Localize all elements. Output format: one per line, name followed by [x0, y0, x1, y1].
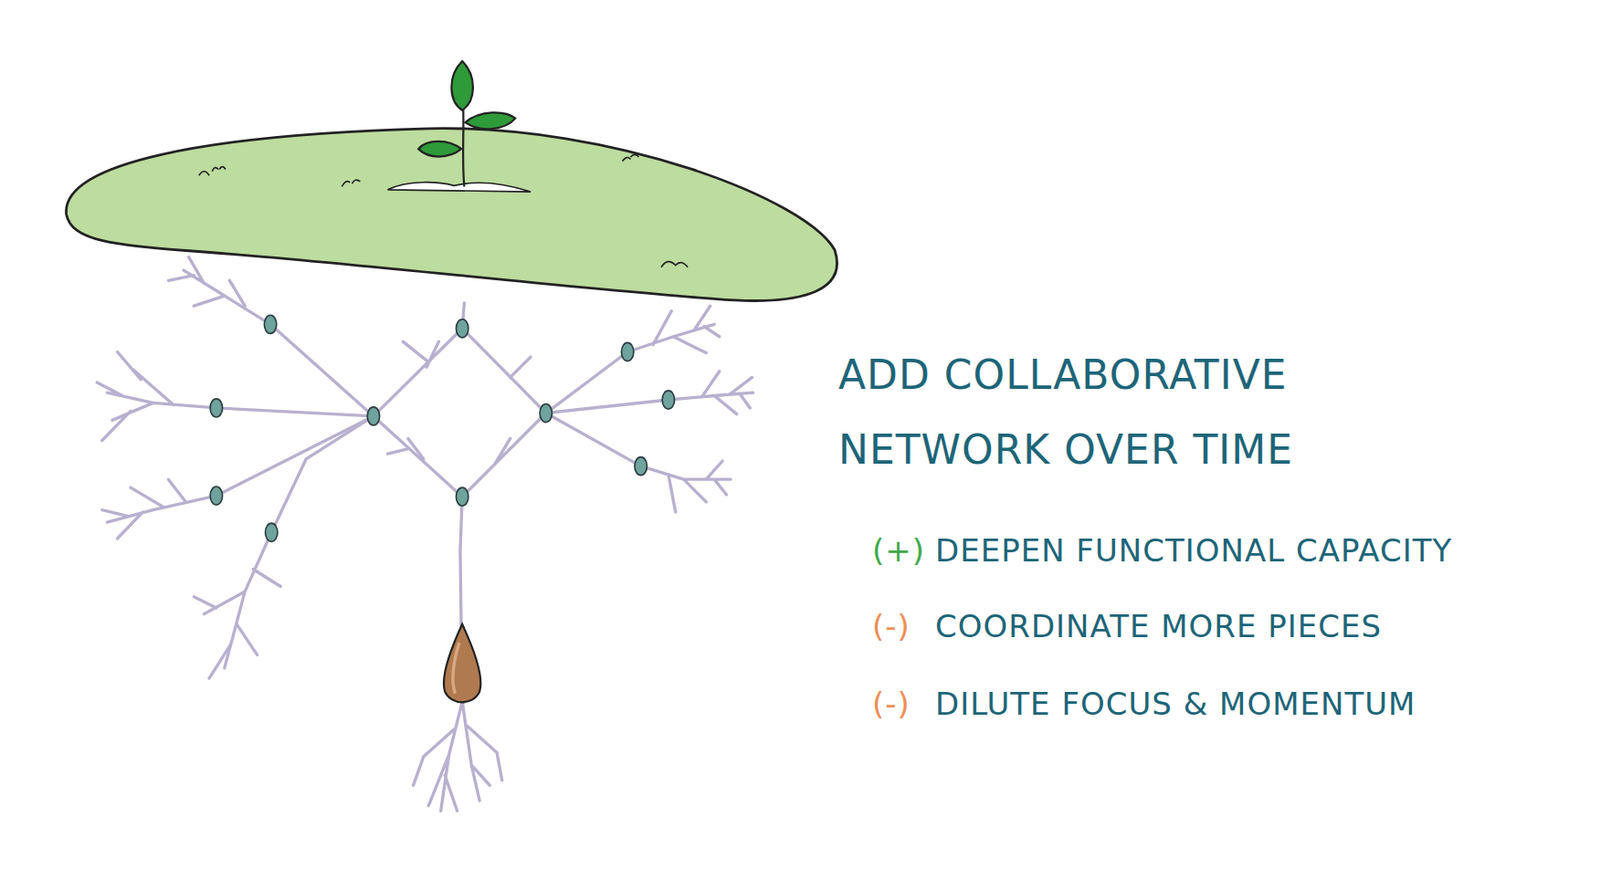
ground-patch — [65, 128, 837, 302]
title: ADD COLLABORATIVE NETWORK OVER TIME — [838, 337, 1387, 488]
grass-tufts — [199, 154, 688, 267]
network-dots — [210, 315, 674, 542]
seed-highlight — [452, 642, 460, 695]
cost-text: COORDINATE MORE PIECES — [935, 608, 1382, 645]
benefit-text: DEEPEN FUNCTIONAL CAPACITY — [935, 532, 1453, 569]
plus-marker: (+) — [872, 532, 926, 569]
sprout — [388, 61, 531, 192]
root-network — [96, 257, 753, 812]
minus-marker: (-) — [872, 608, 911, 645]
cost-text: DILUTE FOCUS & MOMENTUM — [935, 685, 1416, 723]
minus-marker: (-) — [872, 685, 911, 723]
seed — [443, 624, 481, 703]
